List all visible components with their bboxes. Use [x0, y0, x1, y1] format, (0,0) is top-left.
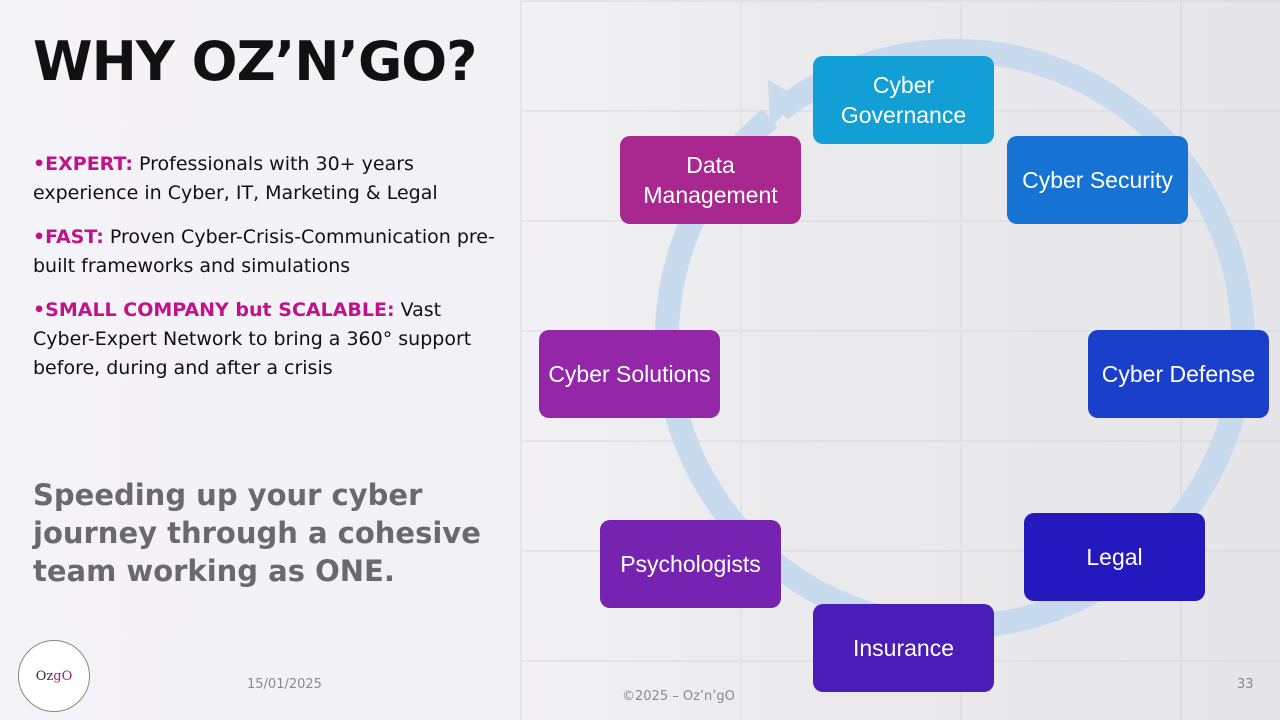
- slide-number: 33: [1237, 677, 1254, 692]
- cycle-node-cyber-governance: Cyber Governance: [813, 56, 994, 144]
- bullet-keyword: •FAST:: [33, 226, 104, 248]
- footer-date: 15/01/2025: [247, 677, 322, 692]
- footer-copyright: ©2025 – Oz’n’gO: [622, 689, 735, 704]
- cycle-node-cyber-defense: Cyber Defense: [1088, 330, 1269, 418]
- cycle-node-data-management: Data Management: [620, 136, 801, 224]
- tagline: Speeding up your cyber journey through a…: [33, 478, 481, 588]
- slide-title: WHY OZ’N’GO?: [33, 30, 477, 93]
- cycle-node-cyber-security: Cyber Security: [1007, 136, 1188, 224]
- logo-text: Oz: [35, 668, 54, 684]
- bullet-text: Professionals with 30+ years experience …: [33, 153, 438, 204]
- bullet-keyword: •EXPERT:: [33, 153, 133, 175]
- bullet-expert: •EXPERT: Professionals with 30+ years ex…: [33, 150, 503, 208]
- bullet-fast: •FAST: Proven Cyber-Crisis-Communication…: [33, 223, 503, 281]
- cycle-node-insurance: Insurance: [813, 604, 994, 692]
- logo-text-accent: gO: [53, 668, 73, 684]
- cycle-node-psychologists: Psychologists: [600, 520, 781, 608]
- bullet-keyword: •SMALL COMPANY but SCALABLE:: [33, 299, 395, 321]
- bullet-text: Proven Cyber-Crisis-Communication pre-bu…: [33, 226, 495, 277]
- bullet-text: Vast Cyber-Expert Network to bring a 360…: [33, 299, 472, 379]
- cycle-node-cyber-solutions: Cyber Solutions: [539, 330, 720, 418]
- cycle-arrowhead-icon: [768, 80, 800, 128]
- bullet-list: •EXPERT: Professionals with 30+ years ex…: [33, 150, 503, 398]
- bullet-scalable: •SMALL COMPANY but SCALABLE: Vast Cyber-…: [33, 296, 503, 383]
- cycle-node-legal: Legal: [1024, 513, 1205, 601]
